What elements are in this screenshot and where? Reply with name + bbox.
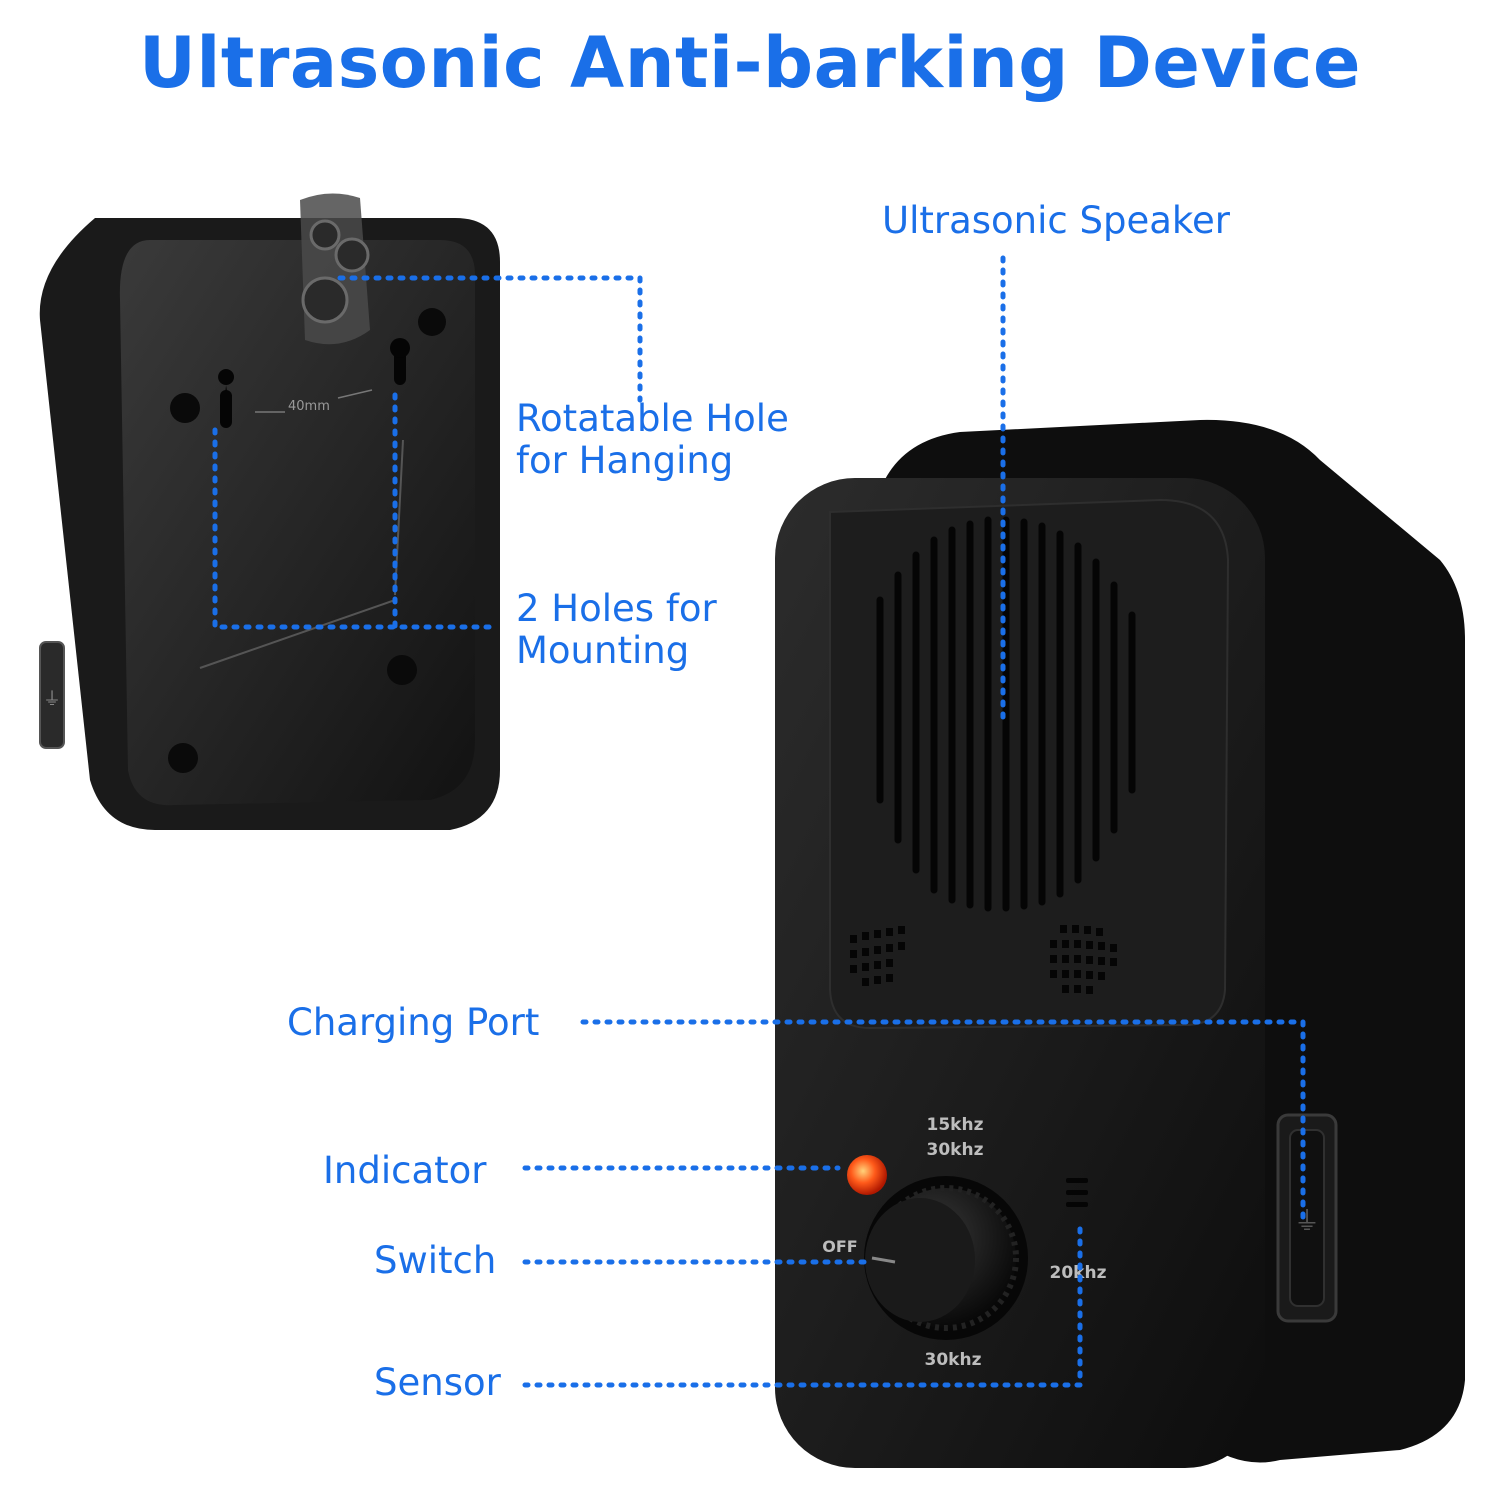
callout-lines bbox=[212, 255, 1306, 1388]
page-title: Ultrasonic Anti-barking Device bbox=[139, 22, 1361, 104]
dial-label-top2: 30khz bbox=[927, 1140, 984, 1160]
vent-holes bbox=[850, 925, 1117, 994]
callout-sensor: Sensor bbox=[374, 1361, 501, 1404]
sound-sensor bbox=[1066, 1178, 1088, 1207]
callout-rotatable-hole: Rotatable Hole for Hanging bbox=[516, 398, 789, 482]
callout-charging-port: Charging Port bbox=[287, 1001, 540, 1044]
callout-rotatable-hole-line2: for Hanging bbox=[516, 439, 734, 482]
usb-port-icon: ⏚ bbox=[1294, 1207, 1320, 1237]
callout-mounting-holes-line1: 2 Holes for bbox=[516, 587, 717, 630]
device-front-view: ⏚ 15khz 30khz OFF 20khz 30khz bbox=[775, 419, 1465, 1468]
callout-rotatable-hole-line1: Rotatable Hole bbox=[516, 397, 789, 440]
indicator-led bbox=[847, 1155, 887, 1195]
callout-mounting-holes: 2 Holes for Mounting bbox=[516, 588, 717, 672]
device-back-view: 40mm ⏚ bbox=[39, 193, 500, 830]
hole-spacing-label: 40mm bbox=[288, 399, 330, 414]
dial-label-bottom: 30khz bbox=[925, 1350, 982, 1370]
dial-label-off: OFF bbox=[822, 1237, 857, 1256]
usb-icon: ⏚ bbox=[43, 689, 61, 710]
callout-mounting-holes-line2: Mounting bbox=[516, 629, 690, 672]
callout-speaker: Ultrasonic Speaker bbox=[882, 199, 1230, 242]
rotatable-hanging-hole bbox=[300, 193, 370, 345]
callout-indicator: Indicator bbox=[323, 1149, 487, 1192]
ultrasonic-speaker-grille bbox=[876, 516, 1136, 912]
frequency-switch-knob bbox=[864, 1176, 1028, 1340]
mounting-holes bbox=[218, 338, 410, 428]
dial-label-right: 20khz bbox=[1050, 1263, 1107, 1283]
callout-switch: Switch bbox=[374, 1239, 497, 1282]
dial-label-top1: 15khz bbox=[927, 1115, 984, 1135]
